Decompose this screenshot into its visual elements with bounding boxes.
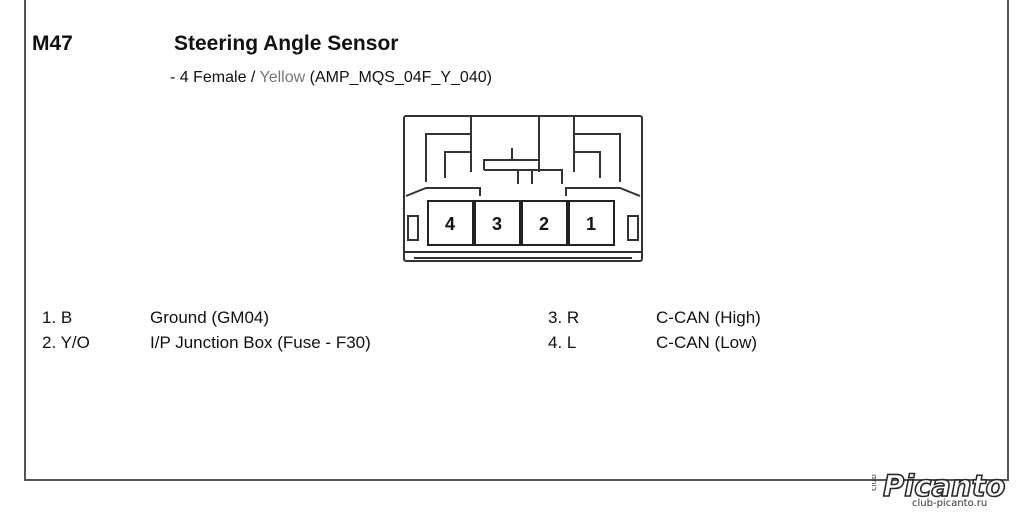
side-lock-right xyxy=(627,215,639,241)
pin-label: 2 xyxy=(539,214,549,234)
connector-latch xyxy=(565,187,641,197)
pin-cavity xyxy=(474,200,521,246)
pin-label: 3 xyxy=(492,214,502,234)
subtitle-color-word: Yellow xyxy=(259,69,306,86)
subtitle-prefix: - 4 Female / xyxy=(170,69,260,86)
pin-row: 2. Y/O I/P Junction Box (Fuse - F30) xyxy=(42,330,371,355)
pin-row: 1. B Ground (GM04) xyxy=(42,305,371,330)
pin-row: 3. R C-CAN (High) xyxy=(548,305,761,330)
pin-description: C-CAN (Low) xyxy=(656,333,758,352)
pin-label: 1 xyxy=(586,214,596,234)
pin-number: 3. R xyxy=(548,308,580,327)
connector-diagram: 4 3 2 1 xyxy=(403,115,643,262)
side-lock-left xyxy=(407,215,419,241)
pin-row: 4. L C-CAN (Low) xyxy=(548,330,761,355)
pin-cavity xyxy=(521,200,568,246)
connector-latch xyxy=(405,187,481,197)
pin-cavity xyxy=(568,200,615,246)
housing-key xyxy=(484,169,563,184)
pin-number: 1. B xyxy=(42,308,73,327)
pin-label: 4 xyxy=(445,214,455,234)
logo-prefix-text: club xyxy=(872,474,878,491)
logo-url-text: club-picanto.ru xyxy=(912,498,987,509)
connector-housing xyxy=(403,115,643,262)
pin-cavity xyxy=(427,200,474,246)
housing-key xyxy=(425,133,471,182)
logo-brand-text: Picanto xyxy=(883,469,1005,503)
pin-number: 4. L xyxy=(548,333,577,352)
housing-key xyxy=(574,151,601,178)
housing-key xyxy=(574,133,621,182)
pin-description: Ground (GM04) xyxy=(150,308,270,327)
connector-subtitle: - 4 Female / Yellow (AMP_MQS_04F_Y_040) xyxy=(170,69,492,87)
page-frame xyxy=(24,0,1009,481)
pin-list-right: 3. R C-CAN (High) 4. L C-CAN (Low) xyxy=(548,305,761,355)
pin-description: C-CAN (High) xyxy=(656,308,761,327)
club-picanto-logo: Picanto club club-picanto.ru xyxy=(872,468,1006,509)
pin-list-left: 1. B Ground (GM04) 2. Y/O I/P Junction B… xyxy=(42,305,371,355)
pin-number: 2. Y/O xyxy=(42,333,90,352)
housing-key xyxy=(444,151,471,178)
component-title: Steering Angle Sensor xyxy=(174,32,399,55)
pin-description: I/P Junction Box (Fuse - F30) xyxy=(150,333,371,352)
connector-code: M47 xyxy=(32,32,73,55)
housing-key xyxy=(483,148,540,170)
subtitle-suffix: (AMP_MQS_04F_Y_040) xyxy=(305,69,492,86)
